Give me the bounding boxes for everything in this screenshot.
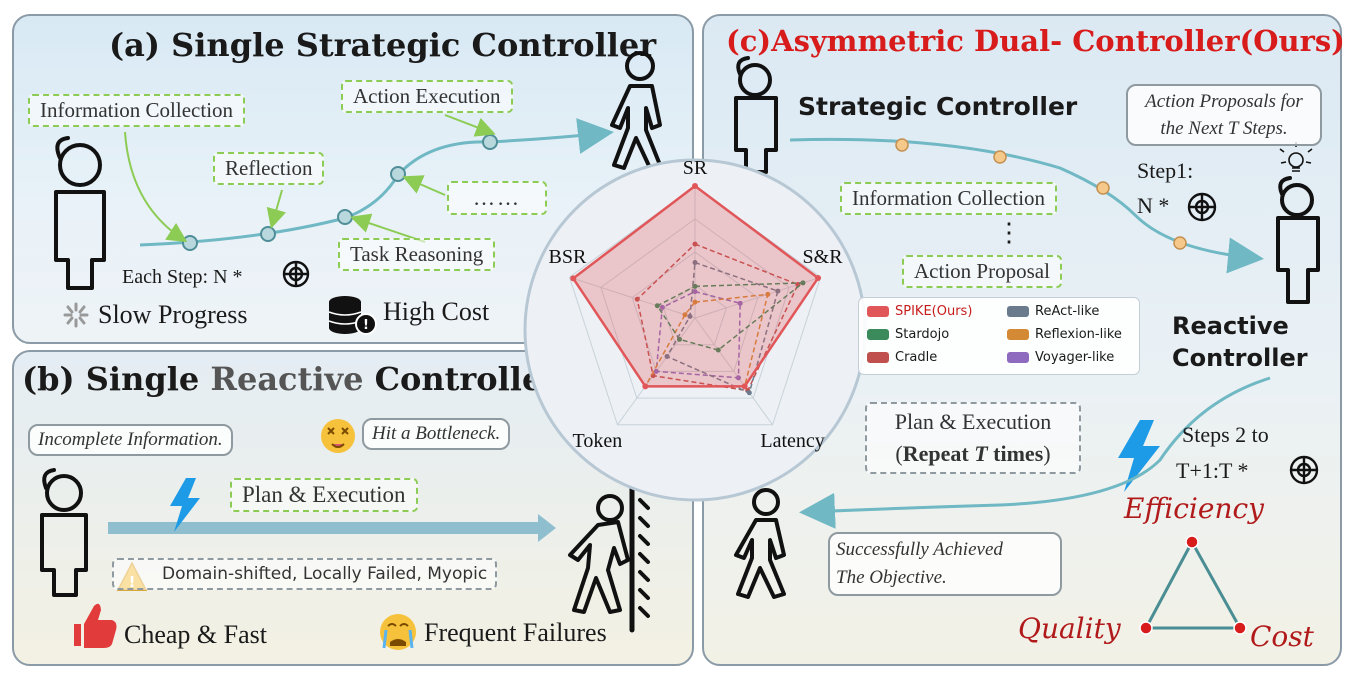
box-reflection: Reflection [213, 152, 325, 185]
box-information-collection-c: Information Collection [840, 182, 1058, 215]
box-plan-repeat: Plan & Execution (Repeat T times) [865, 402, 1081, 474]
strategic-controller-label: Strategic Controller [798, 92, 1078, 121]
panel-c-title: (c)Asymmetric Dual- Controller(Ours) [726, 24, 1345, 58]
vertical-ellipsis: ⋮ [996, 218, 1022, 247]
box-information-collection-a: Information Collection [28, 94, 246, 127]
box-warning-reasons: Domain-shifted, Locally Failed, Myopic [112, 558, 498, 590]
box-task-reasoning: Task Reasoning [338, 238, 496, 271]
step1-label: Step1: [1137, 158, 1194, 183]
legend-swatch [1007, 352, 1029, 363]
steps-t-label: T+1:T * [1176, 458, 1249, 483]
legend-item: Cradle [867, 350, 937, 365]
cost-label: Cost [1250, 620, 1314, 653]
high-cost-label: High Cost [383, 297, 490, 326]
legend-item: ReAct-like [1007, 304, 1099, 319]
slow-progress-label: Slow Progress [98, 300, 248, 329]
legend-item: Reflexion-like [1007, 327, 1122, 342]
box-plan-execution-b: Plan & Execution [230, 478, 418, 512]
panel-b-title: (b) Single Reactive Controller [22, 360, 560, 398]
each-step-label: Each Step: N * [122, 266, 243, 288]
legend-swatch [867, 306, 889, 317]
panel-a-title: (a) Single Strategic Controller [109, 26, 657, 64]
controller-label: Controller [1172, 344, 1308, 372]
incomplete-info-bubble: Incomplete Information. [28, 424, 233, 456]
steps-2-label: Steps 2 to [1182, 422, 1269, 447]
box-ellipsis: …… [447, 181, 547, 215]
radar-legend: SPIKE(Ours) ReAct-like Stardojo Reflexio… [858, 297, 1140, 375]
box-action-execution: Action Execution [341, 80, 513, 113]
legend-swatch [1007, 306, 1029, 317]
legend-swatch [867, 352, 889, 363]
step1-n-label: N * [1137, 193, 1170, 218]
box-action-proposal: Action Proposal [902, 255, 1062, 288]
legend-swatch [867, 329, 889, 340]
legend-item: Voyager-like [1007, 350, 1114, 365]
legend-swatch [1007, 329, 1029, 340]
legend-item: SPIKE(Ours) [867, 304, 972, 319]
cheap-fast-label: Cheap & Fast [124, 620, 267, 649]
reactive-label: Reactive [1172, 312, 1289, 340]
frequent-failures-label: Frequent Failures [424, 618, 607, 647]
panel-single-strategic: (a) Single Strategic Controller [12, 14, 694, 344]
efficiency-label: Efficiency [1124, 492, 1264, 525]
quality-label: Quality [1018, 612, 1121, 645]
legend-item: Stardojo [867, 327, 949, 342]
bottleneck-bubble: Hit a Bottleneck. [362, 418, 511, 450]
